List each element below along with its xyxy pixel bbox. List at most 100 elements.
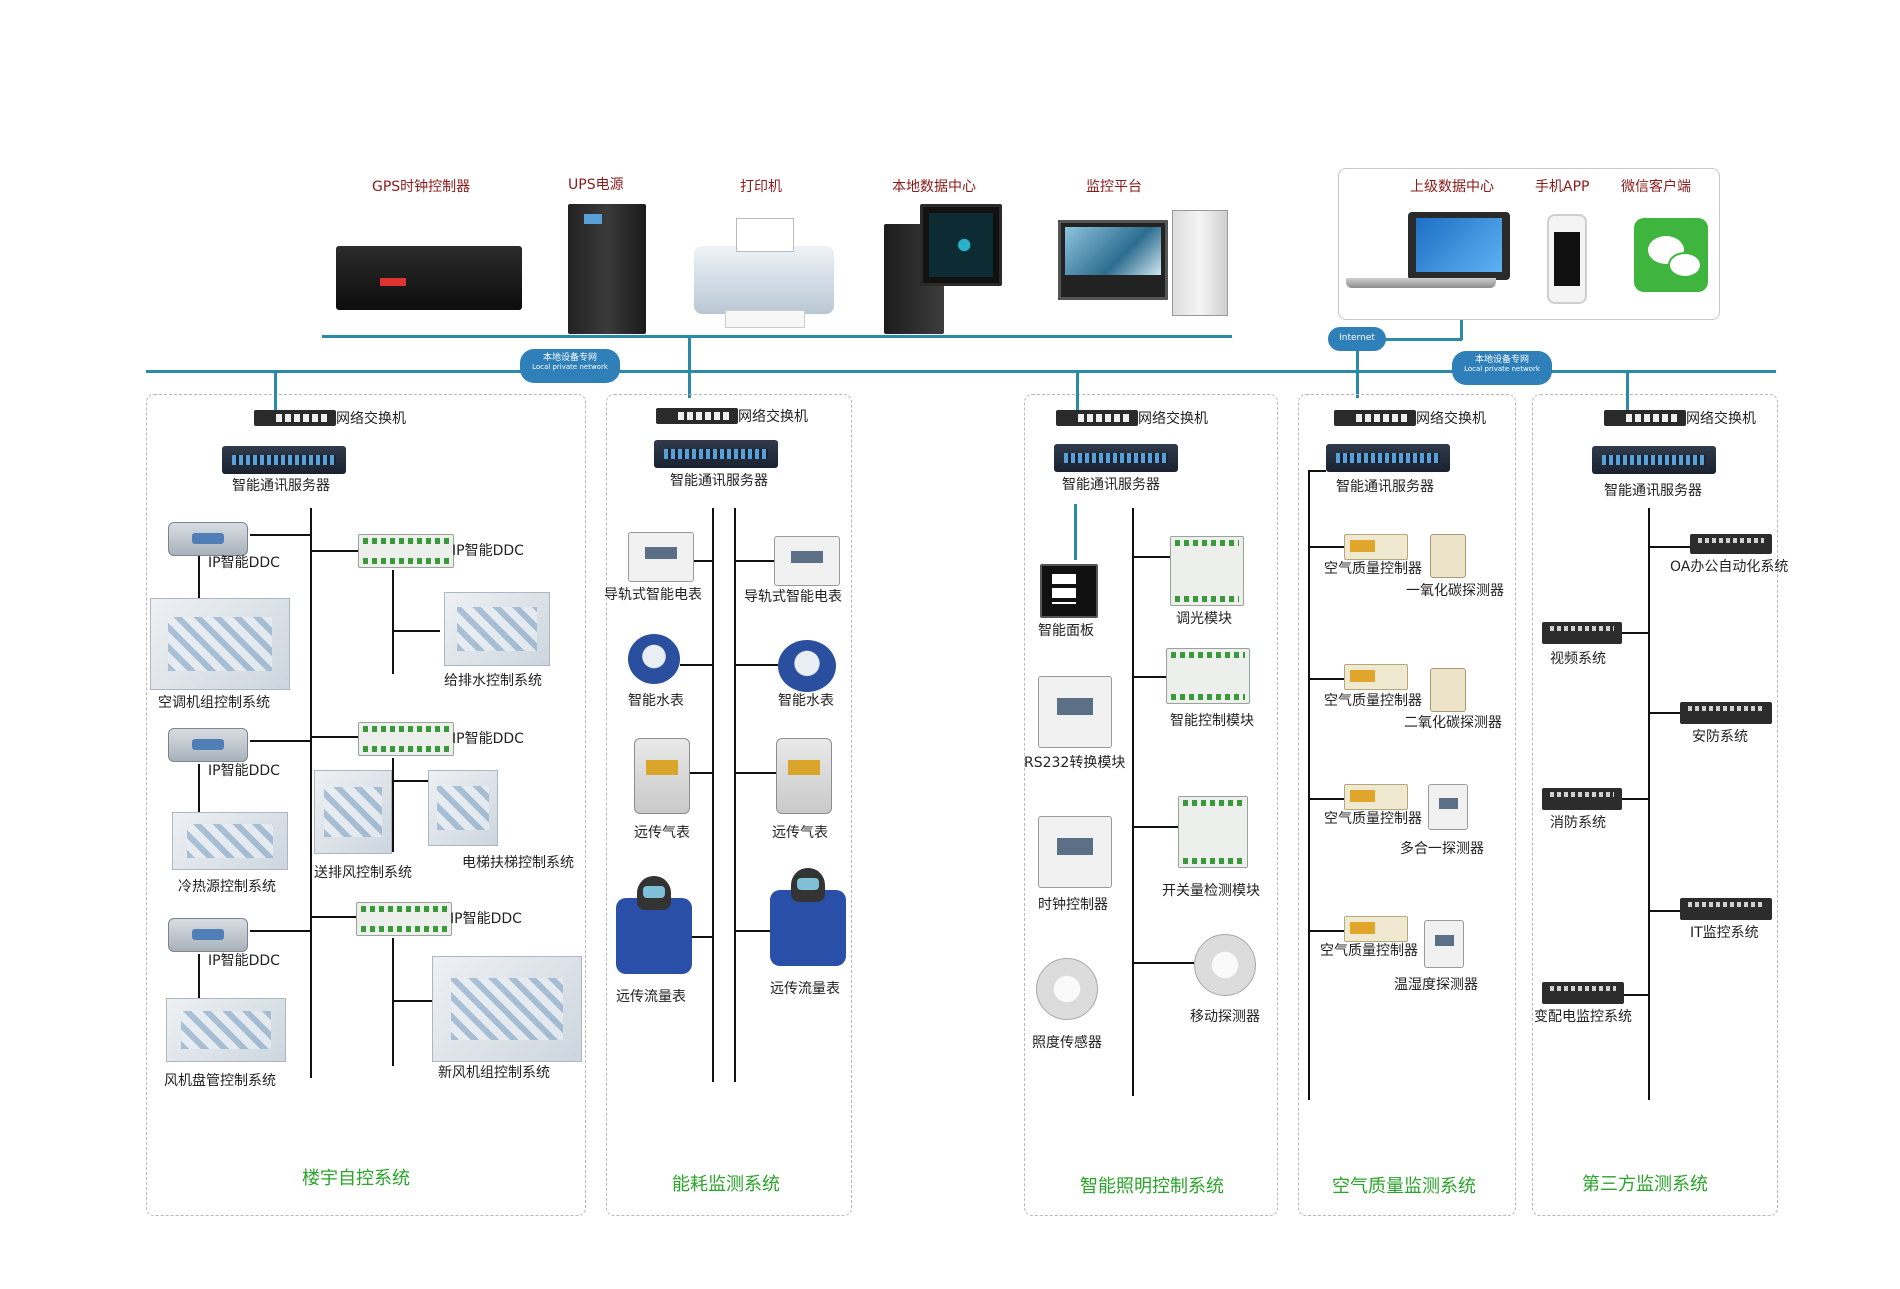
clock-controller-label: 时钟控制器: [1038, 897, 1108, 913]
temp-humidity-label: 温湿度探测器: [1394, 977, 1478, 993]
panel-energy: [606, 394, 852, 1216]
p1-ip-ddc-right-2-v: [392, 758, 394, 852]
local-data-center-label: 本地数据中心: [892, 179, 976, 195]
private-network-badge-left: 本地设备专网 Local private network: [520, 349, 620, 383]
p4-bus-top: [1308, 470, 1326, 472]
fan-coil-image: [166, 998, 286, 1062]
printer-device: [694, 218, 834, 328]
smart-control-label: 智能控制模块: [1170, 713, 1254, 729]
p1-bus-left: [310, 508, 312, 1078]
co-detector-icon: [1430, 534, 1466, 578]
local-data-center-monitor: [920, 204, 1002, 286]
aq-controller-4-icon: [1344, 916, 1408, 942]
p3-bus: [1132, 508, 1134, 1096]
ac-unit-image: [150, 598, 290, 690]
fire-label: 消防系统: [1550, 815, 1606, 831]
fan-coil-label: 风机盘管控制系统: [164, 1073, 276, 1089]
rail-meter-right-icon: [774, 536, 840, 586]
p2-bus-right: [734, 508, 736, 1082]
security-label: 安防系统: [1692, 729, 1748, 745]
aq-4-h: [1310, 930, 1344, 932]
p1-drop: [274, 372, 277, 412]
p1-ddc-1-icon: [168, 522, 248, 556]
p2-bus-left: [712, 508, 714, 1082]
lighting-title: 智能照明控制系统: [1080, 1176, 1224, 1197]
motion-icon: [1194, 934, 1256, 996]
p3-switch-label: 网络交换机: [1138, 411, 1208, 427]
wechat-client-label: 微信客户端: [1621, 179, 1691, 195]
p1-ddc-3-h: [250, 930, 310, 932]
aq-controller-1-label: 空气质量控制器: [1324, 561, 1422, 577]
switch-detect-label: 开关量检测模块: [1162, 883, 1260, 899]
aq-controller-2-icon: [1344, 664, 1408, 690]
multi-detector-label: 多合一探测器: [1400, 841, 1484, 857]
p1-ip-ddc-right-1-icon: [358, 534, 454, 568]
p5-switch-label: 网络交换机: [1686, 411, 1756, 427]
private-net-cn: 本地设备专网: [542, 353, 597, 363]
p1-ip-ddc-right-1-v: [392, 570, 394, 674]
aq-controller-3-icon: [1344, 784, 1408, 810]
fresh-air-label: 新风机组控制系统: [438, 1065, 550, 1081]
aq-3-h: [1310, 798, 1344, 800]
gas-meter-right-h: [736, 772, 776, 774]
p1-ddc-3-v: [198, 954, 200, 998]
top-bus-line: [322, 335, 1232, 338]
temp-humidity-icon: [1424, 920, 1464, 968]
p1-fresh-h: [392, 1000, 432, 1002]
it-monitor-label: IT监控系统: [1690, 925, 1759, 941]
aq-1-h: [1310, 546, 1344, 548]
dimming-label: 调光模块: [1176, 611, 1232, 627]
substation-h: [1624, 994, 1648, 996]
water-meter-left-h: [680, 664, 712, 666]
rail-meter-left-h: [694, 560, 712, 562]
p1-ddc-3-icon: [168, 918, 248, 952]
cold-heat-image: [172, 812, 288, 870]
p1-ddc-2-h: [250, 740, 310, 742]
gas-meter-right-label: 远传气表: [772, 825, 828, 841]
p1-ip-ddc-right-2-label: IP智能DDC: [452, 731, 524, 747]
monitor-platform-screen: [1058, 220, 1168, 300]
p3-panel-link: [1074, 504, 1077, 560]
p3-drop: [1076, 372, 1079, 412]
private-net-en: Local private network: [532, 363, 608, 372]
p1-vent-h: [392, 780, 440, 782]
p2-comm-server-icon: [654, 440, 778, 468]
flow-meter-right-label: 远传流量表: [770, 981, 840, 997]
co2-detector-label: 二氧化碳探测器: [1404, 715, 1502, 731]
top-to-main-connector: [688, 335, 691, 398]
cold-heat-label: 冷热源控制系统: [178, 879, 276, 895]
gas-meter-right-icon: [776, 738, 832, 814]
p1-ddc-1-h: [250, 534, 310, 536]
panel-third-party: [1532, 394, 1778, 1216]
water-meter-left-label: 智能水表: [628, 693, 684, 709]
internet-connector: [1460, 320, 1463, 340]
aq-2-h: [1310, 678, 1344, 680]
p1-ip-ddc-right-1-h: [312, 550, 358, 552]
elevator-image: [428, 770, 498, 846]
p5-bus: [1648, 508, 1650, 1100]
water-meter-left-icon: [628, 634, 680, 684]
aq-controller-2-label: 空气质量控制器: [1324, 693, 1422, 709]
third-party-title: 第三方监测系统: [1582, 1174, 1708, 1195]
elevator-label: 电梯扶梯控制系统: [462, 855, 574, 871]
main-bus-line: [146, 370, 1776, 373]
p1-comm-server-label: 智能通讯服务器: [232, 478, 330, 494]
water-meter-right-h: [736, 664, 778, 666]
p1-switch-icon: [254, 410, 336, 426]
panel-air-quality: [1298, 394, 1516, 1216]
ventilation-image: [314, 770, 392, 854]
smart-control-icon: [1166, 648, 1250, 704]
switch-detect-icon: [1178, 796, 1248, 868]
panel-building-automation: [146, 394, 586, 1216]
building-automation-title: 楼宇自控系统: [302, 1168, 410, 1189]
ventilation-label: 送排风控制系统: [314, 865, 412, 881]
p5-switch-icon: [1604, 410, 1686, 426]
oa-h: [1650, 546, 1690, 548]
fire-icon: [1542, 788, 1622, 810]
flow-meter-right-h: [736, 930, 770, 932]
p1-ddc-2-label: IP智能DDC: [208, 763, 280, 779]
p5-drop: [1626, 372, 1629, 412]
gas-meter-left-icon: [634, 738, 690, 814]
illuminance-icon: [1036, 958, 1098, 1020]
water-meter-right-label: 智能水表: [778, 693, 834, 709]
